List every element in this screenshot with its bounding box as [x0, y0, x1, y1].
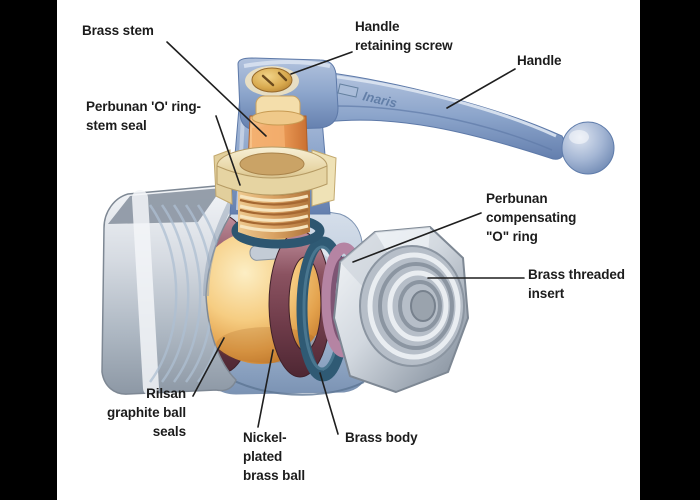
threaded-insert-nut: [333, 226, 469, 393]
label-brass-threaded-insert: Brass threaded insert: [528, 267, 625, 301]
leader-lines: [166, 41, 525, 435]
label-brass-stem: Brass stem: [82, 23, 154, 38]
leader-brass-stem: [166, 41, 267, 137]
leader-handle: [446, 68, 516, 109]
label-perbunan-compensating-o-ring: Perbunan compensating "O" ring: [486, 191, 577, 244]
stem-assembly: Inaris: [213, 57, 615, 249]
label-nickel-plated-brass-ball: Nickel- plated brass ball: [243, 430, 306, 483]
label-perbunan-o-ring-stem-seal: Perbunan 'O' ring- stem seal: [86, 99, 201, 133]
label-handle-retaining-screw: Handle retaining screw: [355, 19, 453, 53]
leader-handle-retaining-screw: [290, 51, 353, 75]
letterbox-right: [640, 0, 700, 500]
handle-retaining-screw: [251, 67, 293, 93]
leader-brass-body: [319, 372, 339, 435]
leader-compensating-o-ring: [352, 212, 482, 263]
label-brass-body: Brass body: [345, 430, 418, 445]
leader-stem-seal: [215, 115, 241, 186]
label-handle: Handle: [517, 53, 562, 68]
leader-rilsan-seals: [192, 337, 225, 397]
handle-arm: [323, 71, 567, 160]
label-rilsan-graphite-ball-seals: Rilsan graphite ball seals: [107, 386, 186, 439]
letterbox-left: [0, 0, 57, 500]
handle-ball-grip: [561, 121, 615, 175]
insert-threads: [367, 252, 461, 360]
handle-logo-icon: [337, 83, 359, 98]
packing-gland-nut: [213, 146, 337, 207]
leader-brass-ball: [257, 349, 274, 428]
right-ball-seal: [268, 230, 332, 378]
